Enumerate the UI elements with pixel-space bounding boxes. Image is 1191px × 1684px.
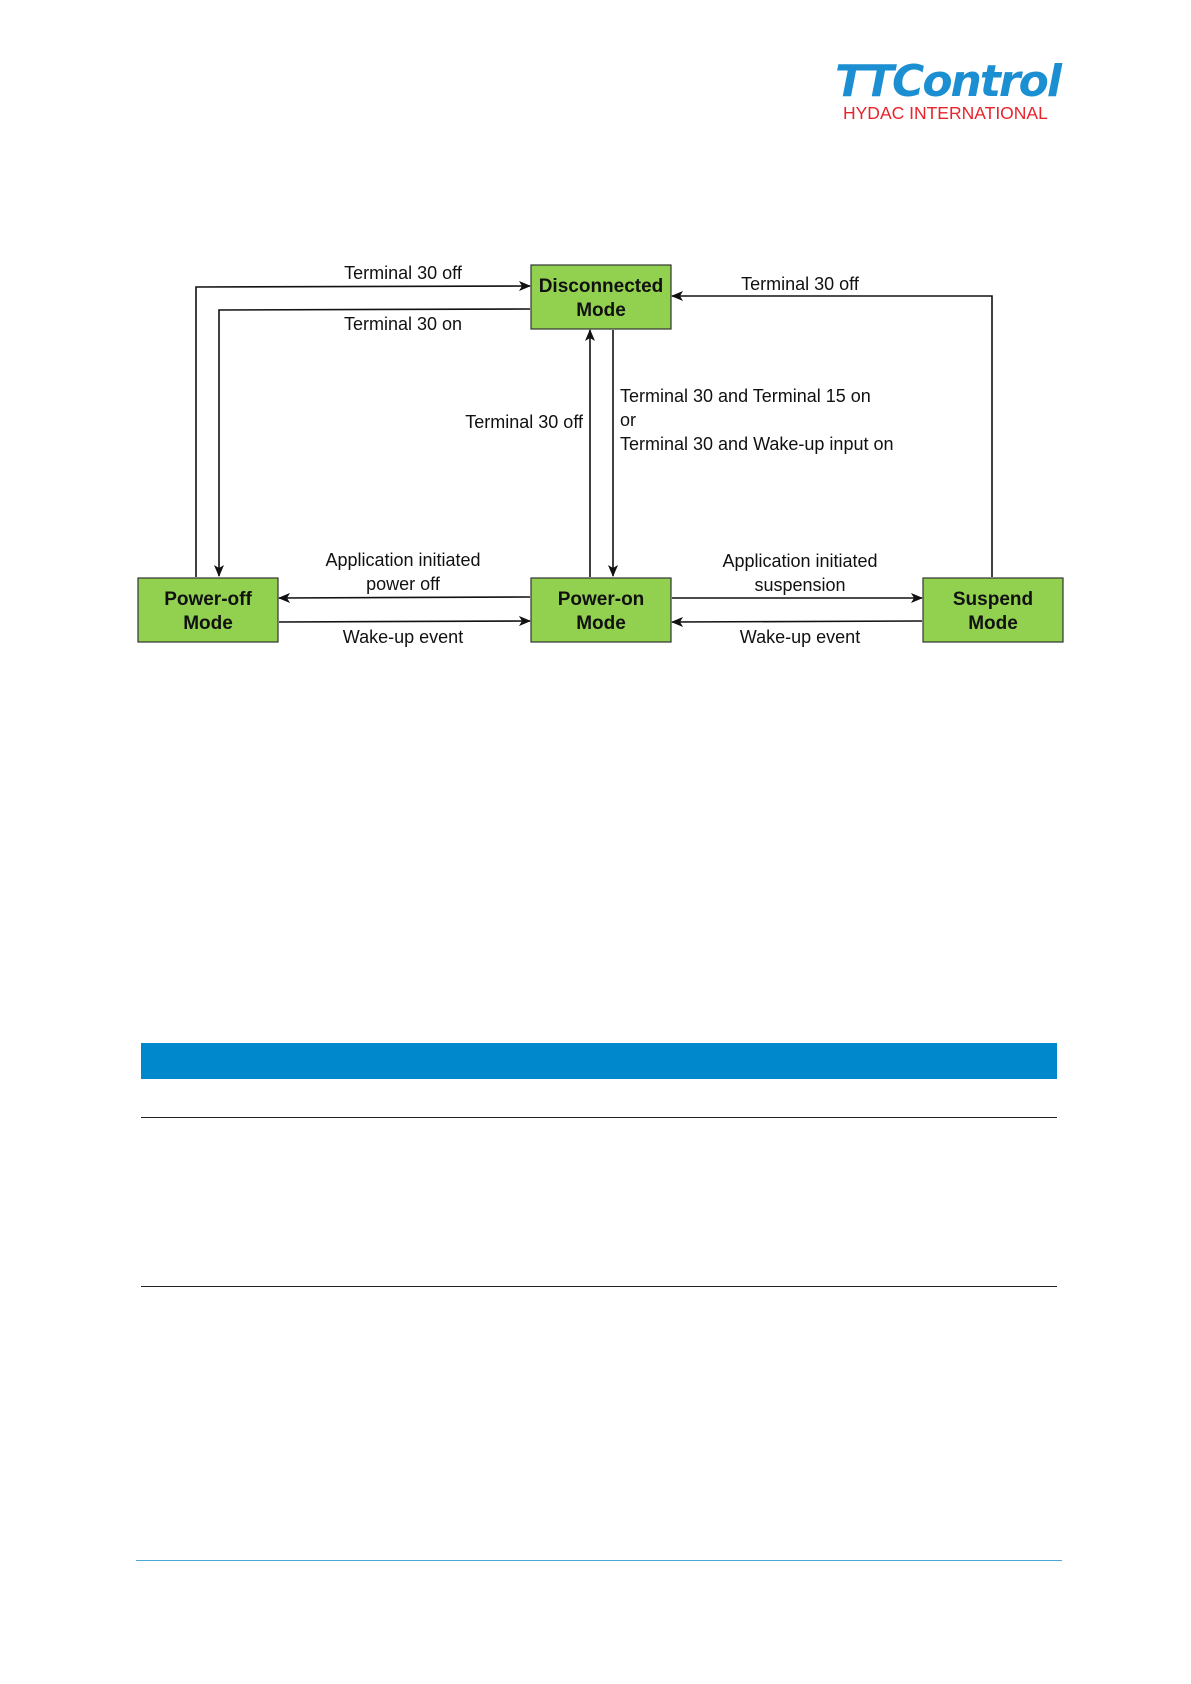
- node-suspend-label-2: Mode: [968, 613, 1018, 634]
- edge-poweroff-to-disconnected: [195, 281, 531, 577]
- table-rule-bottom: [141, 1286, 1057, 1287]
- edge-poweron-to-poweroff: [278, 592, 531, 603]
- label-wake-condition-1: Terminal 30 and Terminal 15 on: [620, 386, 871, 406]
- label-app-poweroff-1: Application initiated: [325, 550, 480, 570]
- edge-suspend-to-disconnected: [671, 291, 993, 577]
- node-suspend-label-1: Suspend: [953, 589, 1033, 610]
- node-suspend-mode: Suspend Mode: [922, 577, 1064, 643]
- node-poweroff-label-2: Mode: [183, 613, 233, 634]
- state-diagram: Disconnected Mode Power-off Mode Power-o…: [137, 263, 1064, 647]
- label-wake-condition-2: Terminal 30 and Wake-up input on: [620, 434, 894, 454]
- node-disconnected-label-2: Mode: [576, 300, 626, 321]
- label-disconnected-to-poweroff: Terminal 30 on: [344, 314, 462, 334]
- node-poweron-label-1: Power-on: [558, 589, 645, 610]
- label-app-poweroff-2: power off: [366, 574, 441, 594]
- company-logo: TTControl HYDAC INTERNATIONAL: [835, 56, 1065, 123]
- label-poweron-to-disconnected: Terminal 30 off: [465, 412, 584, 432]
- node-disconnected-label-1: Disconnected: [539, 276, 664, 297]
- edge-suspend-to-poweron: [671, 616, 923, 627]
- footer-rule: [136, 1560, 1062, 1561]
- logo-brand: TTControl: [835, 56, 1062, 107]
- edge-poweroff-to-poweron: [278, 616, 531, 627]
- label-app-suspend-1: Application initiated: [722, 551, 877, 571]
- table-header-bar: [141, 1043, 1057, 1079]
- label-poweroff-to-disconnected: Terminal 30 off: [344, 263, 463, 283]
- node-poweroff-mode: Power-off Mode: [137, 577, 279, 643]
- label-app-suspend-2: suspension: [754, 575, 845, 595]
- node-poweroff-label-1: Power-off: [164, 589, 252, 610]
- label-suspend-wakeup: Wake-up event: [740, 627, 860, 647]
- logo-subtitle: HYDAC INTERNATIONAL: [843, 103, 1048, 123]
- label-suspend-to-disconnected: Terminal 30 off: [741, 274, 860, 294]
- edge-disconnected-to-poweroff: [214, 308, 531, 577]
- label-poweroff-wakeup: Wake-up event: [343, 627, 463, 647]
- node-disconnected-mode: Disconnected Mode: [530, 264, 672, 330]
- node-poweron-mode: Power-on Mode: [530, 577, 672, 643]
- label-wake-condition-or: or: [620, 410, 636, 430]
- table-rule-top: [141, 1117, 1057, 1118]
- node-poweron-label-2: Mode: [576, 613, 626, 634]
